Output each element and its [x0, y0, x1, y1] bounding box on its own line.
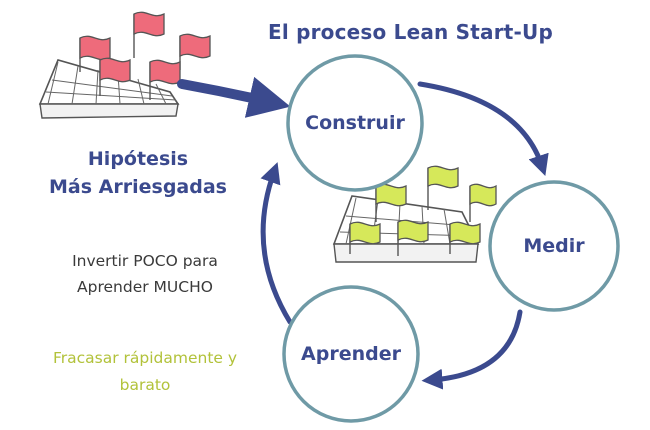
arrow-learn-to-build: [260, 162, 293, 325]
build-circle: [286, 54, 424, 192]
invest-line-1: Invertir POCO para: [72, 252, 218, 270]
measure-label: Medir: [523, 235, 585, 257]
learn-label: Aprender: [301, 343, 401, 365]
invest-line-2: Aprender MUCHO: [77, 278, 213, 296]
red-flag-board-icon: [38, 11, 211, 119]
measure-circle: [488, 180, 620, 312]
build-label: Construir: [305, 112, 405, 134]
diagram-title: El proceso Lean Start-Up: [268, 20, 553, 44]
learn-circle: [282, 285, 420, 423]
arrow-measure-to-learn: [421, 309, 523, 390]
arrow-build-to-measure: [417, 81, 549, 176]
hypothesis-line-2: Más Arriesgadas: [49, 176, 227, 198]
green-flag-board-icon: [332, 165, 497, 263]
fail-line-1: Fracasar rápidamente y: [52, 349, 238, 367]
hypothesis-line-1: Hipótesis: [87, 148, 189, 170]
arrow-hypothesis-to-build: [177, 76, 291, 118]
fail-line-2: barato: [119, 376, 171, 394]
